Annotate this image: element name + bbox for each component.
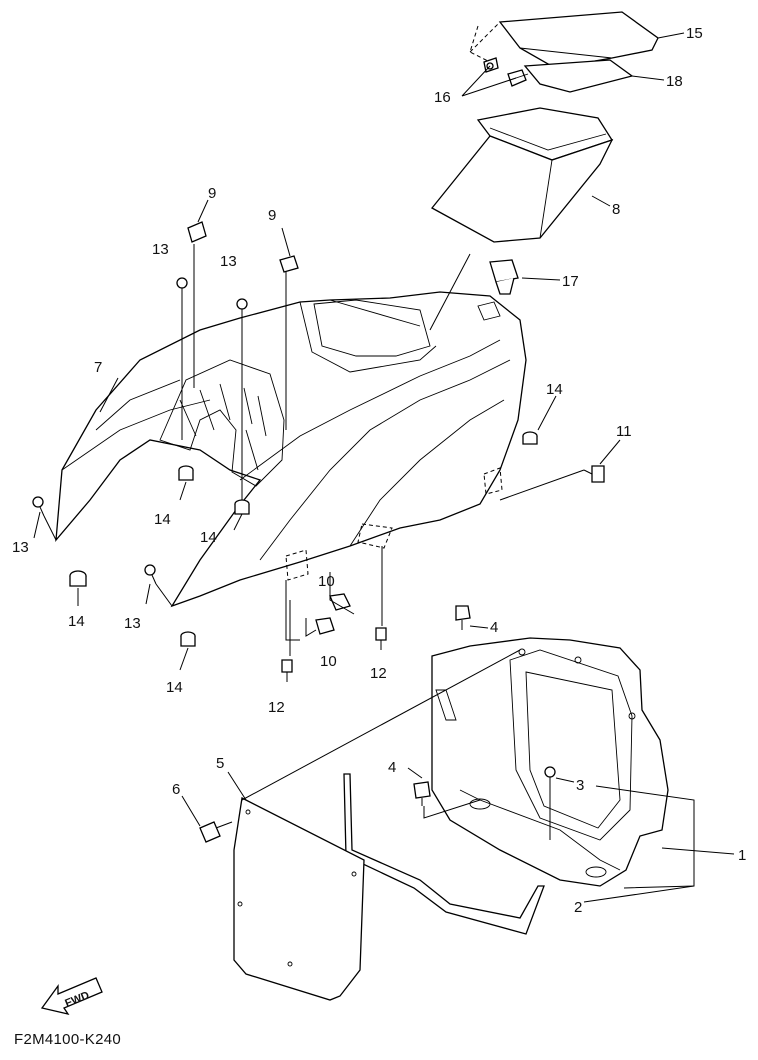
- callout-14-right: 14: [546, 381, 563, 398]
- callout-2: 2: [574, 899, 582, 916]
- bolt-part-6: [199, 821, 233, 843]
- callout-14-far-left: 14: [68, 613, 85, 630]
- callout-13-left: 13: [12, 539, 29, 556]
- grommet-part-14-c: [234, 499, 250, 515]
- bolt-part-4: [413, 605, 471, 806]
- callout-7: 7: [94, 359, 102, 376]
- clip-part-17: [489, 259, 519, 295]
- bracket-part-2: [343, 773, 545, 935]
- screw-part-13: [32, 277, 248, 585]
- callout-13-top-left: 13: [152, 241, 169, 258]
- callout-15: 15: [686, 25, 703, 42]
- callout-12-left: 12: [268, 699, 285, 716]
- callout-17: 17: [562, 273, 579, 290]
- callout-14-mid-left: 14: [154, 511, 171, 528]
- fwd-arrow-icon: FWD: [40, 977, 103, 1016]
- grommet-part-14-a: [69, 570, 87, 587]
- callout-10-upper: 10: [318, 573, 335, 590]
- callout-5: 5: [216, 755, 224, 772]
- flap-part-5: [233, 797, 365, 1001]
- diagram-code: F2M4100-K240: [14, 1031, 121, 1048]
- callout-13-top-mid: 13: [220, 253, 237, 270]
- grommet-part-14-d: [180, 631, 196, 647]
- leader-lines: [33, 32, 735, 903]
- callout-6: 6: [172, 781, 180, 798]
- callout-14-lower: 14: [166, 679, 183, 696]
- callout-14-mid: 14: [200, 529, 217, 546]
- callout-9-right: 9: [268, 207, 276, 224]
- callout-labels: 15 18 16 8 9 9 13 13 17 7 14 11 14 14 13…: [12, 25, 746, 916]
- callout-4-upper: 4: [490, 619, 498, 636]
- callout-13-lower: 13: [124, 615, 141, 632]
- nut-part-9: [187, 221, 299, 273]
- rear-fender-part-7: [55, 291, 527, 608]
- callout-10-lower: 10: [320, 653, 337, 670]
- inner-fender-part-1: [431, 637, 669, 887]
- clip-part-16b: [507, 69, 529, 87]
- screw-part-3: [544, 766, 556, 786]
- grommet-part-14-b: [178, 465, 194, 481]
- seat-cover-part-15: [498, 11, 659, 69]
- callout-4-lower: 4: [388, 759, 396, 776]
- tail-box-part-8: [431, 107, 614, 243]
- callout-12-right: 12: [370, 665, 387, 682]
- bolt-part-11: [583, 465, 605, 483]
- callout-16: 16: [434, 89, 451, 106]
- callout-8: 8: [612, 201, 620, 218]
- bolt-part-12: [281, 627, 387, 682]
- callout-11: 11: [616, 423, 632, 440]
- seat-pad-part-18: [523, 59, 634, 93]
- nut-part-10: [315, 593, 351, 635]
- callout-9-left: 9: [208, 185, 216, 202]
- callout-1: 1: [738, 847, 746, 864]
- callout-18: 18: [666, 73, 683, 90]
- grommet-part-14-e: [522, 431, 538, 445]
- callout-3: 3: [576, 777, 584, 794]
